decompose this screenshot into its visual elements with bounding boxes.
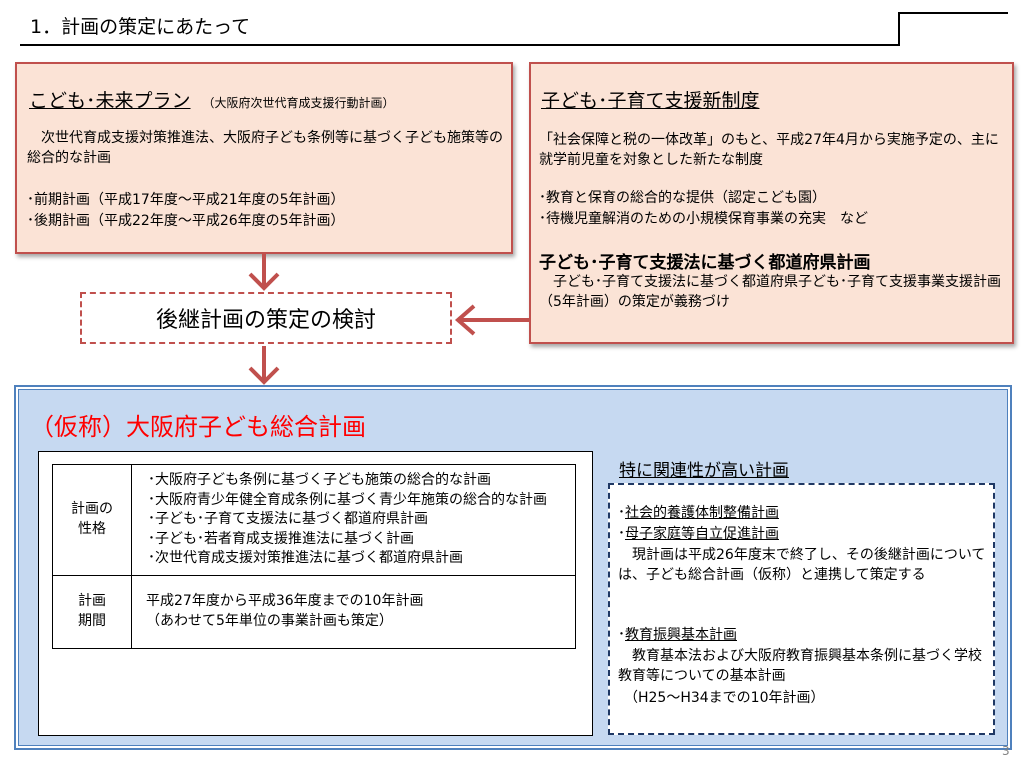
plan-table: 計画の 性格 ･大阪府子ども条例に基づく子ども施策の総合的な計画 ･大阪府青少年… <box>52 464 576 649</box>
related-item-single-mother: ･母子家庭等自立促進計画 <box>618 526 779 542</box>
plan-description: 次世代育成支援対策推進法、大阪府子ども条例等に基づく子ども施策等の総合的な計画 <box>27 130 503 166</box>
period-label: 計画 期間 <box>52 574 132 649</box>
prefectural-plan-heading: 子ども･子育て支援法に基づく都道府県計画 <box>539 253 871 273</box>
kodomo-mirai-plan-box: こども･未来プラン （大阪府次世代育成支援行動計画） 次世代育成支援対策推進法、大… <box>15 62 513 254</box>
related-item-single-mother-desc: 現計画は平成26年度末で終了し、その後継計画については、子ども総合計画（仮称）と… <box>618 547 986 583</box>
plan-item-early: ･前期計画（平成17年度～平成21年度の5年計画） <box>27 192 345 208</box>
title-underline <box>20 44 900 46</box>
corner-decoration <box>898 12 1008 46</box>
nature-item: ･子ども･若者育成支援推進法に基づく計画 <box>148 530 414 547</box>
related-item-social-care: ･社会的養護体制整備計画 <box>618 505 779 521</box>
table-row-nature: 計画の 性格 ･大阪府子ども条例に基づく子ども施策の総合的な計画 ･大阪府青少年… <box>52 464 576 576</box>
nature-list: ･大阪府子ども条例に基づく子ども施策の総合的な計画 ･大阪府青少年健全育成条例に… <box>131 464 576 576</box>
nature-item: ･次世代育成支援対策推進法に基づく都道府県計画 <box>148 550 463 566</box>
nature-item: ･大阪府青少年健全育成条例に基づく青少年施策の総合的な計画 <box>148 491 547 508</box>
new-system-item-1: ･教育と保育の総合的な提供（認定こども園） <box>539 190 826 206</box>
plan-heading: こども･未来プラン （大阪府次世代育成支援行動計画） <box>29 86 395 113</box>
related-item-education: ･教育振興基本計画 <box>618 627 737 643</box>
down-arrow-icon <box>248 254 280 291</box>
period-value: 平成27年度から平成36年度までの10年計画 （あわせて5年単位の事業計画も策定… <box>131 574 576 649</box>
page-title: 1．計画の策定にあたって <box>30 16 251 38</box>
plan-item-late: ･後期計画（平成22年度～平成26年度の5年計画） <box>27 213 345 229</box>
table-row-period: 計画 期間 平成27年度から平成36年度までの10年計画 （あわせて5年単位の事… <box>52 574 576 649</box>
plan-heading-subtitle: （大阪府次世代育成支援行動計画） <box>202 96 395 110</box>
new-support-system-box: 子ども･子育て支援新制度 「社会保障と税の一体改革」のもと、平成27年4月から実… <box>529 62 1014 344</box>
nature-label: 計画の 性格 <box>52 464 132 576</box>
nature-item: ･大阪府子ども条例に基づく子ども施策の総合的な計画 <box>148 472 491 488</box>
nature-item: ･子ども･子育て支援法に基づく都道府県計画 <box>148 511 428 527</box>
new-system-item-2: ･待機児童解消のための小規模保育事業の充実 など <box>539 211 868 227</box>
successor-plan-review-box: 後継計画の策定の検討 <box>80 292 452 344</box>
down-arrow-icon-2 <box>248 346 280 385</box>
prefectural-plan-text: 子ども･子育て支援法に基づく都道府県子ども･子育て支援事業支援計画（5年計画）の… <box>539 274 1001 310</box>
new-system-title: 子ども･子育て支援新制度 <box>541 90 760 112</box>
comprehensive-plan-title: （仮称）大阪府子ども総合計画 <box>30 413 366 441</box>
related-plans-box: ･社会的養護体制整備計画 ･母子家庭等自立促進計画 現計画は平成26年度末で終了… <box>608 483 995 735</box>
related-item-education-desc: 教育基本法および大阪府教育振興基本条例に基づく学校教育等についての基本計画 <box>618 648 982 684</box>
page-number: 3 <box>1002 744 1010 758</box>
related-item-education-note: （H25～H34までの10年計画） <box>624 690 825 706</box>
related-plans-title: 特に関連性が高い計画 <box>619 461 789 481</box>
new-system-description: 「社会保障と税の一体改革」のもと、平成27年4月から実施予定の、主に就学前児童を… <box>539 132 999 168</box>
plan-heading-title: こども･未来プラン <box>29 90 191 112</box>
left-arrow-icon <box>454 304 530 336</box>
